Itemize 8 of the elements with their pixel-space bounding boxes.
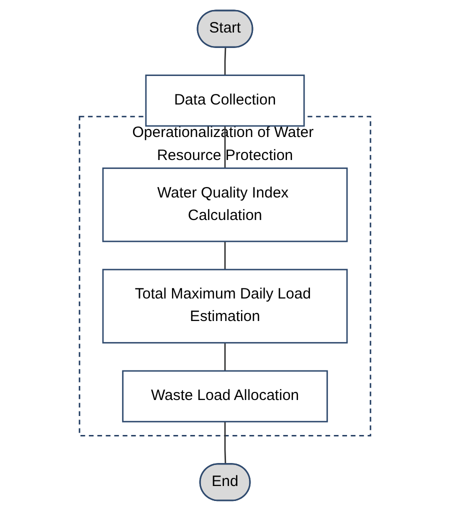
connector (224, 48, 226, 76)
connector (224, 342, 226, 371)
node-box: Data Collection (144, 74, 304, 127)
node-box: Waste Load Allocation (122, 370, 328, 422)
node-box: Total Maximum Daily Load Estimation (102, 268, 348, 344)
node-box: Water Quality Index Calculation (102, 168, 348, 242)
connector (224, 241, 226, 270)
connector (224, 422, 226, 464)
